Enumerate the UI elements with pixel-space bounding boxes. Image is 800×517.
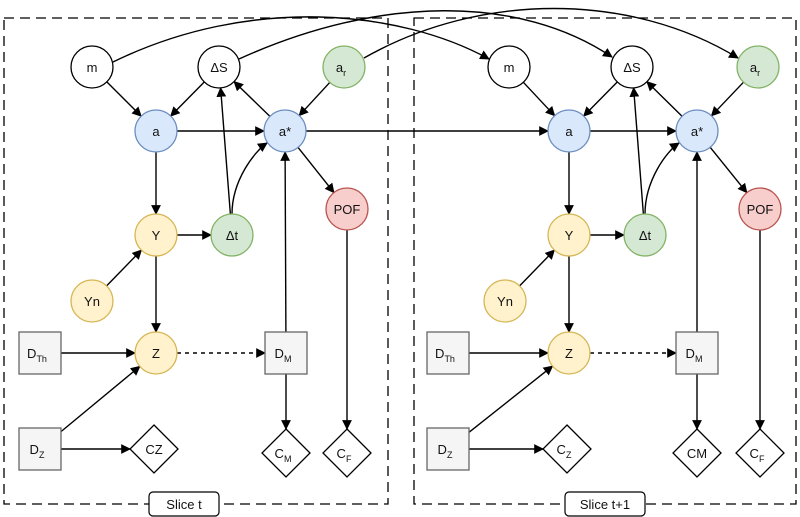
node-Z1: Z bbox=[134, 331, 178, 375]
node-CF1: CF bbox=[322, 428, 372, 478]
edge-dt2-dS2 bbox=[629, 86, 645, 215]
node-dS1: ΔS bbox=[197, 45, 241, 89]
edge-as2-POF2 bbox=[709, 146, 748, 194]
node-POF1: POF bbox=[325, 187, 369, 231]
edge-Yn1-Y1 bbox=[106, 249, 143, 287]
label-ar1: ar bbox=[336, 60, 346, 78]
edge-dS1-dS2 bbox=[238, 10, 613, 60]
label-ar2: ar bbox=[750, 60, 760, 78]
label-dt1: Δt bbox=[226, 228, 239, 243]
label-dt2: Δt bbox=[639, 228, 652, 243]
edge-dS2-a2 bbox=[583, 81, 618, 117]
node-DZ2: DZ bbox=[426, 427, 470, 471]
edge-as1-dS1 bbox=[233, 80, 271, 117]
node-Yn1: Yn bbox=[70, 279, 114, 323]
label-DZ1: DZ bbox=[30, 442, 45, 460]
node-m2: m bbox=[487, 45, 531, 89]
node-CF2: CF bbox=[735, 428, 785, 478]
slice-t-frame: Slice t bbox=[3, 17, 389, 517]
label-DM2: DM bbox=[686, 346, 703, 364]
slice-t-label: Slice t bbox=[166, 497, 202, 512]
node-m1: m bbox=[70, 45, 114, 89]
label-CF2: CF bbox=[750, 446, 765, 464]
edge-dt1-as1 bbox=[231, 142, 268, 215]
edge-dt2-as2 bbox=[644, 142, 680, 215]
label-POF1: POF bbox=[334, 202, 361, 217]
node-Yn2: Yn bbox=[483, 279, 527, 323]
edge-m2-a2 bbox=[522, 81, 556, 117]
edge-DZ2-Z2 bbox=[468, 365, 554, 433]
node-a2: a bbox=[547, 109, 591, 153]
label-CF1: CF bbox=[337, 446, 352, 464]
node-DM2: DM bbox=[675, 331, 719, 375]
node-ar1: ar bbox=[322, 45, 366, 89]
label-CM1: CM bbox=[275, 446, 292, 464]
node-CM2: CM bbox=[672, 428, 722, 478]
label-CM2: CM bbox=[687, 446, 707, 461]
node-DTh2: DTh bbox=[426, 331, 470, 375]
node-ar2: ar bbox=[736, 45, 780, 89]
node-dt2: Δt bbox=[623, 213, 667, 257]
label-dS1: ΔS bbox=[210, 60, 228, 75]
edge-m1-m2 bbox=[112, 16, 490, 63]
label-a1: a bbox=[152, 124, 160, 139]
edge-dS1-a1 bbox=[170, 81, 205, 117]
slice-t1-frame: Slice t+1 bbox=[413, 17, 797, 517]
node-DTh1: DTh bbox=[18, 331, 62, 375]
edge-ar1-ar2 bbox=[363, 7, 739, 59]
edge-as1-POF1 bbox=[297, 147, 335, 194]
node-as1: a* bbox=[263, 109, 307, 153]
node-as2: a* bbox=[675, 109, 719, 153]
node-dt1: Δt bbox=[210, 213, 254, 257]
label-DTh1: DTh bbox=[27, 346, 47, 364]
label-m1: m bbox=[87, 60, 98, 75]
label-Z2: Z bbox=[565, 346, 573, 361]
edge-DM1-as1 bbox=[280, 151, 291, 333]
label-as2: a* bbox=[691, 124, 703, 139]
label-dS2: ΔS bbox=[623, 60, 641, 75]
node-dS2: ΔS bbox=[610, 45, 654, 89]
edge-Yn2-Y2 bbox=[519, 249, 556, 287]
node-POF2: POF bbox=[738, 187, 782, 231]
label-DM1: DM bbox=[275, 346, 292, 364]
edge-DZ1-Z1 bbox=[60, 365, 141, 433]
edge-ar1-as1 bbox=[298, 81, 331, 117]
label-as1: a* bbox=[279, 124, 291, 139]
edge-m1-a1 bbox=[106, 81, 142, 117]
node-Z2: Z bbox=[547, 331, 591, 375]
node-CZ2: CZ bbox=[542, 424, 592, 474]
label-Yn1: Yn bbox=[84, 294, 100, 309]
label-DZ2: DZ bbox=[438, 442, 453, 460]
label-Y2: Y bbox=[565, 228, 574, 243]
node-DM1: DM bbox=[264, 331, 308, 375]
label-CZ1: CZ bbox=[145, 442, 162, 457]
node-Y2: Y bbox=[547, 213, 591, 257]
node-Y1: Y bbox=[134, 213, 178, 257]
label-DTh2: DTh bbox=[435, 346, 455, 364]
label-m2: m bbox=[504, 60, 515, 75]
node-CZ1: CZ bbox=[129, 424, 179, 474]
node-DZ1: DZ bbox=[18, 427, 62, 471]
label-a2: a bbox=[565, 124, 573, 139]
label-POF2: POF bbox=[747, 202, 774, 217]
edge-as2-dS2 bbox=[646, 81, 683, 117]
label-CZ2: CZ bbox=[557, 442, 572, 460]
slice-t1-label: Slice t+1 bbox=[580, 497, 630, 512]
edge-ar2-as2 bbox=[710, 81, 745, 117]
node-CM1: CM bbox=[261, 428, 311, 478]
label-Y1: Y bbox=[152, 228, 161, 243]
edge-dt1-dS1 bbox=[216, 86, 232, 215]
node-a1: a bbox=[134, 109, 178, 153]
label-Z1: Z bbox=[152, 346, 160, 361]
label-Yn2: Yn bbox=[497, 294, 513, 309]
